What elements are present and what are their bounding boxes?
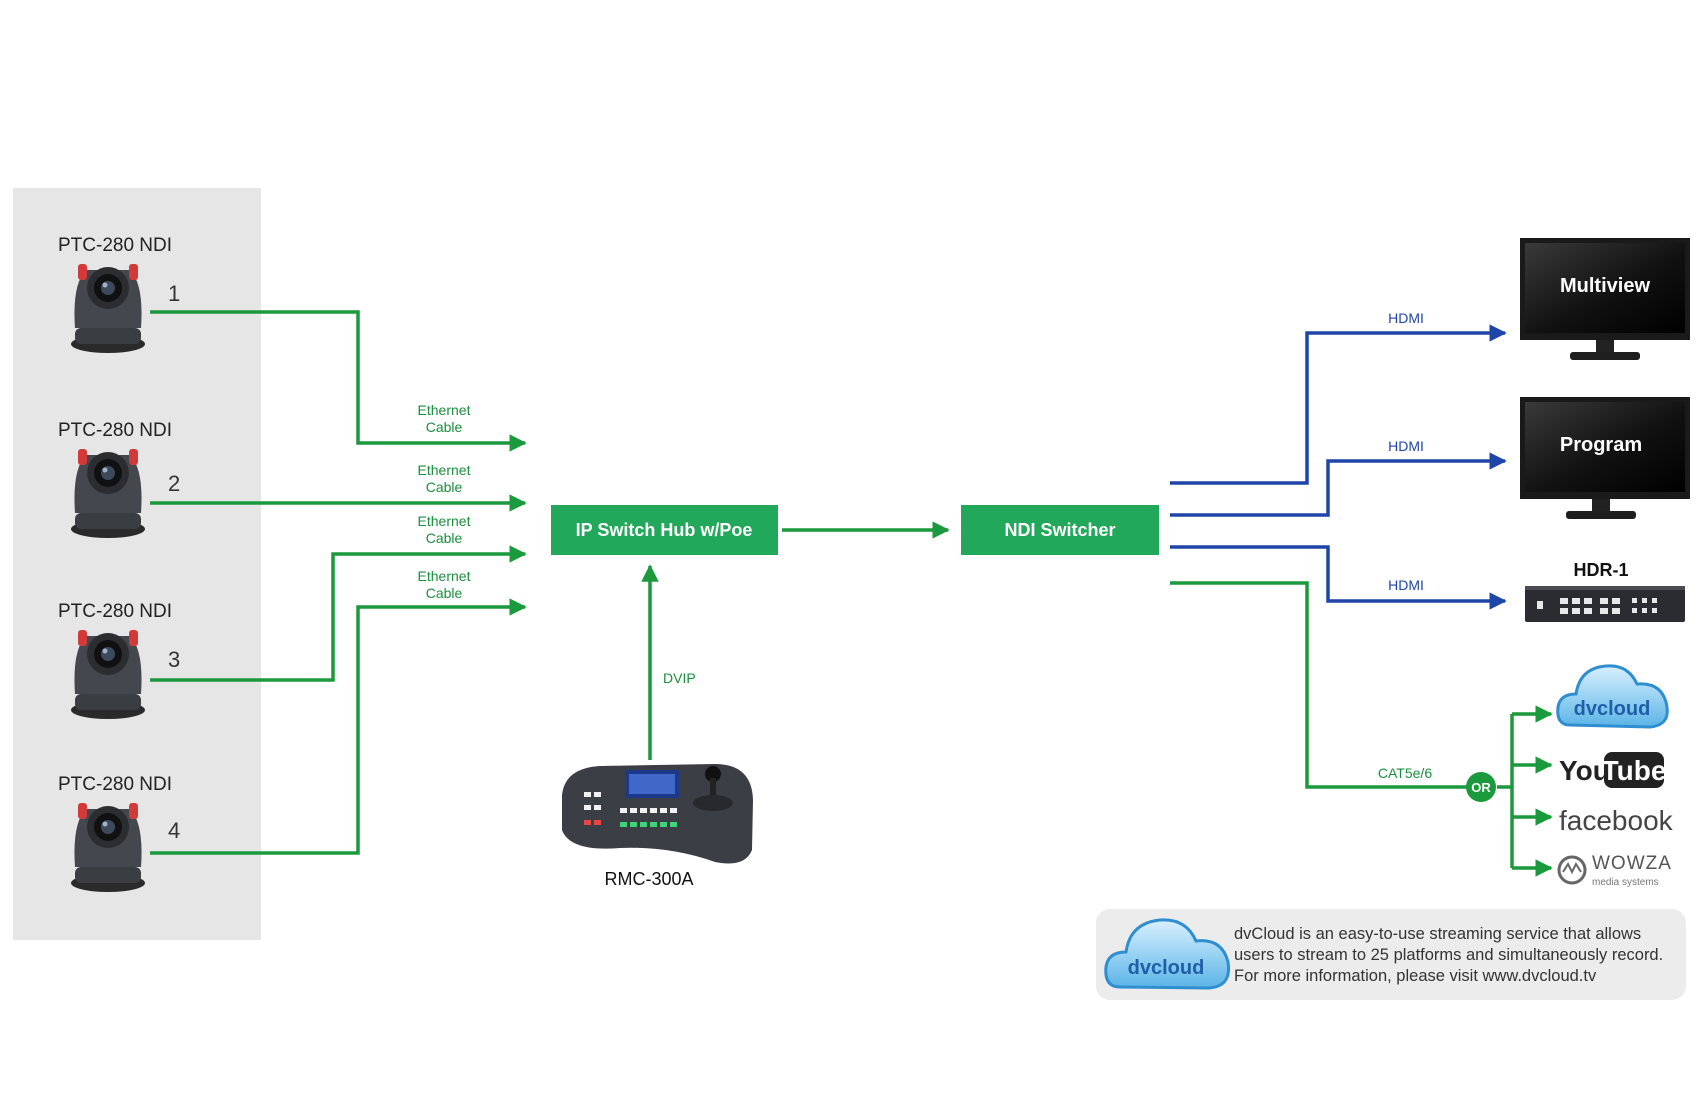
youtube-logo: You Tube — [1559, 752, 1666, 788]
camera-1-number: 1 — [168, 281, 180, 306]
wowza-logo: WOWZA media systems — [1557, 853, 1672, 888]
cat-label: CAT5e/6 — [1378, 765, 1432, 781]
camera-3: PTC-280 NDI 3 — [58, 601, 180, 719]
cable-label-2b: Cable — [426, 479, 463, 495]
youtube-you: You — [1559, 755, 1610, 786]
cable-label-1b: Cable — [426, 419, 463, 435]
monitor-multiview: Multiview — [1520, 238, 1690, 360]
dvip-label: DVIP — [663, 670, 696, 686]
monitor-multiview-label: Multiview — [1560, 275, 1650, 297]
rmc-controller — [562, 764, 753, 864]
hdmi-label-1: HDMI — [1388, 310, 1424, 326]
hdmi-line-program — [1170, 452, 1507, 517]
ip-switch-hub-label: IP Switch Hub w/Poe — [576, 520, 753, 540]
camera-4-number: 4 — [168, 818, 180, 843]
hdmi-label-3: HDMI — [1388, 577, 1424, 593]
or-badge: OR — [1466, 772, 1496, 802]
camera-1-model: PTC-280 NDI — [58, 235, 172, 256]
info-note-line-1: dvCloud is an easy-to-use streaming serv… — [1234, 925, 1641, 943]
camera-3-model: PTC-280 NDI — [58, 601, 172, 622]
ndi-switcher: NDI Switcher — [961, 505, 1159, 555]
facebook-logo: facebook — [1559, 805, 1674, 836]
cable-label-3b: Cable — [426, 530, 463, 546]
camera-4-model: PTC-280 NDI — [58, 774, 172, 795]
dvcloud-logo: dvcloud — [1556, 664, 1669, 729]
ethernet-line-3 — [150, 545, 527, 682]
monitor-program: Program — [1520, 397, 1690, 519]
ndi-switcher-label: NDI Switcher — [1004, 520, 1115, 540]
camera-2: PTC-280 NDI 2 — [58, 420, 180, 538]
info-note: dvcloud dvCloud is an easy-to-use stream… — [1096, 909, 1686, 1000]
info-note-dvcloud-text: dvcloud — [1128, 957, 1205, 979]
ethernet-line-1 — [150, 310, 527, 452]
camera-2-number: 2 — [168, 471, 180, 496]
info-note-line-3: For more information, please visit www.d… — [1234, 967, 1597, 985]
info-note-line-2: users to stream to 25 platforms and simu… — [1234, 946, 1663, 964]
dvcloud-logo-text: dvcloud — [1574, 698, 1651, 720]
info-note-dvcloud-icon: dvcloud — [1104, 918, 1231, 990]
wowza-text: WOWZA — [1592, 853, 1672, 874]
camera-3-number: 3 — [168, 647, 180, 672]
hdmi-line-recorder — [1170, 545, 1507, 610]
recorder-hdr1 — [1525, 586, 1685, 622]
ethernet-line-4 — [150, 598, 527, 855]
cable-label-3a: Ethernet — [418, 513, 471, 529]
rmc-model-label: RMC-300A — [604, 869, 693, 889]
wowza-subtext: media systems — [1592, 877, 1659, 888]
camera-1: PTC-280 NDI 1 — [58, 235, 180, 353]
hdmi-line-multiview — [1170, 324, 1507, 485]
cat-line — [1170, 581, 1481, 789]
recorder-label: HDR-1 — [1573, 560, 1628, 580]
cable-label-4b: Cable — [426, 585, 463, 601]
camera-4: PTC-280 NDI 4 — [58, 774, 180, 892]
cable-label-4a: Ethernet — [418, 568, 471, 584]
hdmi-label-2: HDMI — [1388, 438, 1424, 454]
cable-label-1a: Ethernet — [418, 402, 471, 418]
or-badge-label: OR — [1471, 780, 1491, 795]
camera-2-model: PTC-280 NDI — [58, 420, 172, 441]
ip-switch-hub: IP Switch Hub w/Poe — [551, 505, 778, 555]
youtube-tube: Tube — [1602, 755, 1667, 786]
monitor-program-label: Program — [1560, 434, 1642, 456]
cable-label-2a: Ethernet — [418, 462, 471, 478]
